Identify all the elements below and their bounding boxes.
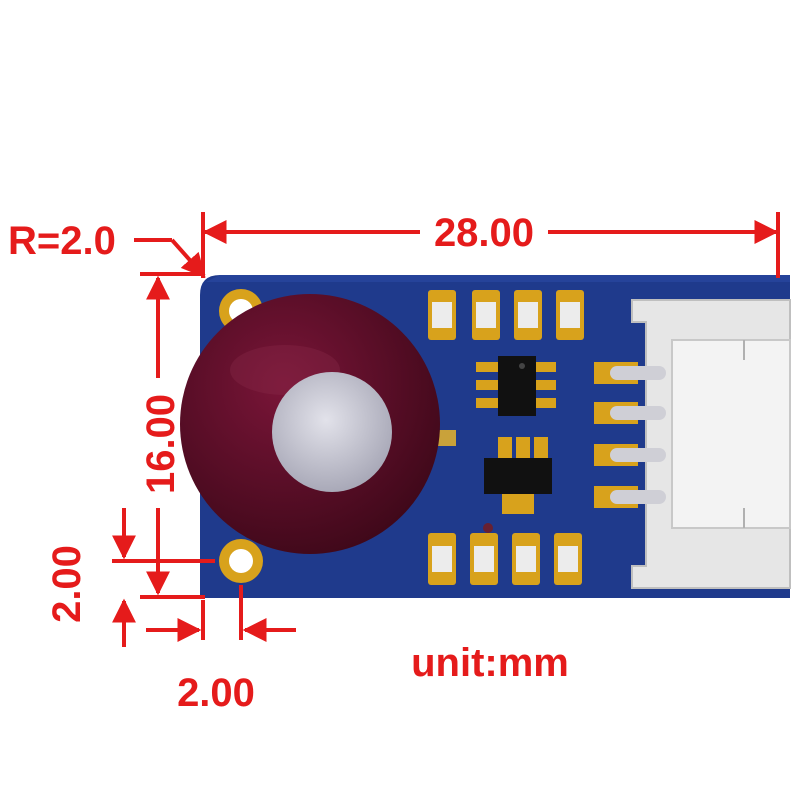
hole-offset-vertical-label: 2.00: [45, 545, 89, 623]
smd-components-top: [428, 290, 584, 340]
hole-offset-horizontal-label: 2.00: [177, 671, 255, 715]
mounting-hole-bottom: [219, 539, 263, 583]
width-label: 28.00: [434, 211, 534, 255]
ic-chip: [476, 356, 556, 416]
height-label: 16.00: [139, 394, 183, 494]
jst-connector: [610, 299, 791, 589]
dimension-width: 28.00: [201, 211, 780, 278]
voltage-regulator: [483, 437, 552, 533]
dimension-hole-offset-horizontal: 2.00: [146, 585, 296, 715]
dimension-hole-offset-vertical: 2.00: [45, 508, 215, 647]
smd-components-bottom: [428, 533, 582, 585]
unit-label: unit:mm: [411, 641, 569, 685]
corner-radius-label: R=2.0: [8, 219, 116, 263]
ir-sensor: [180, 294, 456, 554]
dimension-corner-radius: R=2.0: [8, 219, 206, 278]
dimension-height: 16.00: [139, 272, 205, 599]
